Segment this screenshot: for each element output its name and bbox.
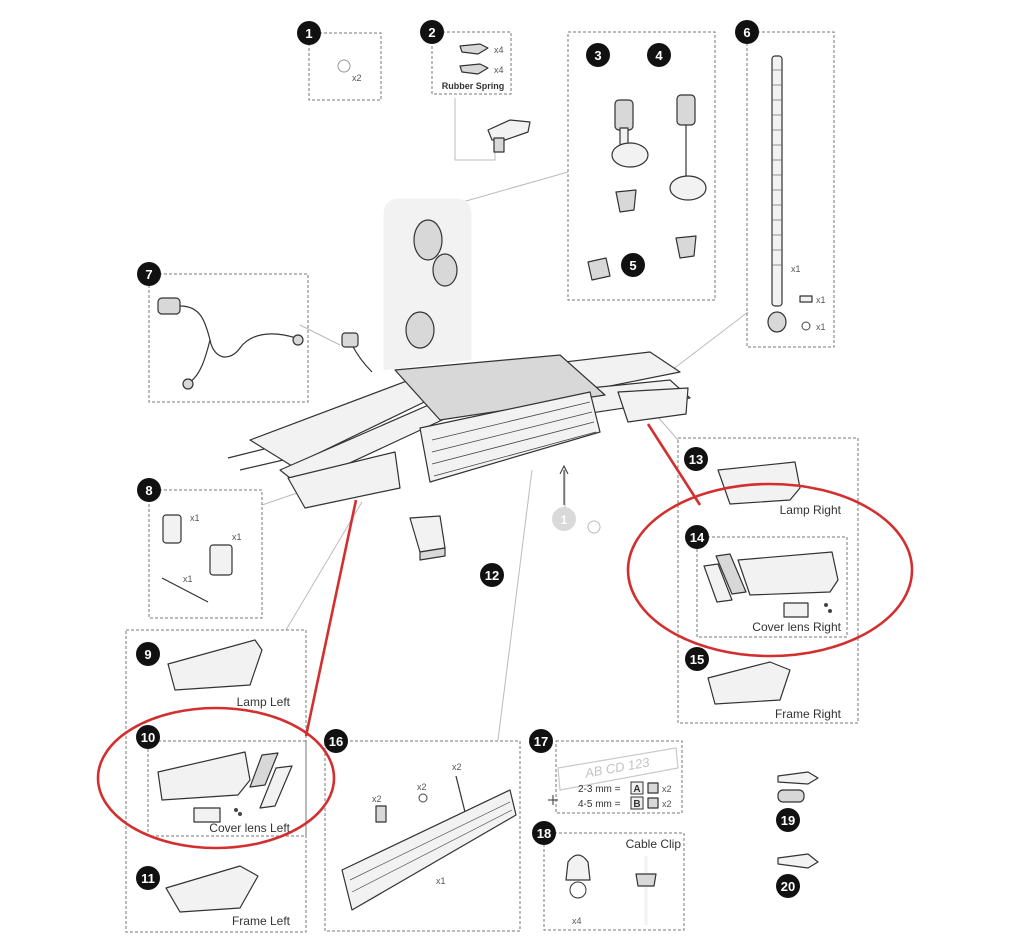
- plate-row-a-range: 2-3 mm =: [578, 784, 621, 795]
- part-2-qty-a: x4: [494, 45, 504, 55]
- callout-19: 19: [776, 808, 800, 832]
- plate-row-b-qty: x2: [662, 799, 672, 809]
- svg-text:4: 4: [655, 48, 663, 63]
- plate-row-a-qty: x2: [662, 784, 672, 794]
- svg-text:3: 3: [594, 48, 601, 63]
- part-9-label: Lamp Left: [237, 695, 291, 709]
- part-18-label: Cable Clip: [626, 837, 682, 851]
- svg-text:17: 17: [534, 734, 548, 749]
- part-16-qty-b: x2: [417, 782, 427, 792]
- callout-badges: 1 2 3 4 5 6 7 8 9 10 11 12 13 14 15 16 1…: [136, 20, 800, 898]
- callout-2: 2: [420, 20, 444, 44]
- part-16-plate-holder: x2 x2 x2 x1: [341, 762, 517, 911]
- part-1-caps: x2: [337, 59, 362, 83]
- svg-text:13: 13: [689, 452, 703, 467]
- svg-text:8: 8: [145, 483, 152, 498]
- part-6-qty-strap: x1: [791, 264, 801, 274]
- part-4-arm-long: [669, 94, 707, 259]
- part-18-cable-clip: Cable Clip x4: [565, 837, 682, 926]
- leader-lines: [261, 98, 749, 741]
- callout-6: 6: [735, 20, 759, 44]
- part-3-arm-short: [611, 99, 649, 213]
- svg-text:2: 2: [428, 25, 435, 40]
- part-1-qty: x2: [352, 73, 362, 83]
- svg-text:5: 5: [629, 258, 636, 273]
- part-8-qty-bolt: x1: [183, 574, 193, 584]
- svg-text:15: 15: [690, 652, 704, 667]
- part-9-lamp-left: Lamp Left: [167, 639, 291, 709]
- part-7-wiring: [157, 297, 304, 390]
- svg-text:1: 1: [305, 26, 312, 41]
- part-18-qty: x4: [572, 916, 582, 926]
- svg-text:7: 7: [145, 267, 152, 282]
- callout-9: 9: [136, 642, 160, 666]
- svg-text:14: 14: [690, 530, 705, 545]
- plate-row-b-range: 4-5 mm =: [578, 799, 621, 810]
- callout-4: 4: [647, 43, 671, 67]
- part-15-frame-right: Frame Right: [707, 661, 842, 721]
- part-16-qty-c: x2: [452, 762, 462, 772]
- ghost-callout-1-number: 1: [561, 513, 568, 527]
- callout-11: 11: [136, 866, 160, 890]
- svg-text:18: 18: [537, 826, 551, 841]
- svg-text:19: 19: [781, 813, 795, 828]
- red-highlights: [96, 423, 914, 850]
- callout-10: 10: [136, 725, 160, 749]
- callout-1: 1: [297, 21, 321, 45]
- callout-8: 8: [137, 478, 161, 502]
- part-6-qty-washer: x1: [816, 322, 826, 332]
- part-6-qty-screw: x1: [816, 295, 826, 305]
- svg-text:11: 11: [141, 871, 155, 886]
- part-11-label: Frame Left: [232, 914, 291, 928]
- part-8-qty-lock: x1: [232, 532, 242, 542]
- svg-text:20: 20: [781, 879, 795, 894]
- callout-5: 5: [621, 253, 645, 277]
- part-boxes: [125, 31, 859, 933]
- highlight-line-left: [304, 499, 358, 737]
- part-10-label: Cover lens Left: [209, 821, 290, 835]
- part-15-label: Frame Right: [775, 707, 842, 721]
- part-8-qty-plate: x1: [190, 513, 200, 523]
- highlight-line-right: [646, 423, 702, 506]
- part-12-bracket: [409, 515, 446, 561]
- part-14-label: Cover lens Right: [752, 620, 841, 634]
- svg-text:6: 6: [743, 25, 750, 40]
- plate-row-a-code: A: [633, 784, 640, 795]
- part-11-frame-left: Frame Left: [165, 865, 291, 928]
- svg-text:12: 12: [485, 568, 499, 583]
- part-2-label: Rubber Spring: [442, 81, 505, 91]
- plate-row-b-code: B: [633, 799, 640, 810]
- callout-7: 7: [137, 262, 161, 286]
- svg-text:10: 10: [141, 730, 155, 745]
- part-13-label: Lamp Right: [780, 503, 842, 517]
- callout-15: 15: [685, 647, 709, 671]
- part-8-mount: x1 x1 x1: [161, 513, 242, 603]
- part-5-cap: [587, 257, 611, 281]
- callout-3: 3: [586, 43, 610, 67]
- callout-16: 16: [324, 729, 348, 753]
- svg-text:16: 16: [329, 734, 343, 749]
- callout-17: 17: [529, 729, 553, 753]
- bike-carrier-assembly: [227, 198, 691, 509]
- part-16-qty-a: x2: [372, 794, 382, 804]
- highlight-ellipse-left: [96, 706, 336, 850]
- part-2-qty-b: x4: [494, 65, 504, 75]
- callout-13: 13: [684, 447, 708, 471]
- highlight-ellipse-right: [626, 482, 914, 658]
- part-6-strap: x1 x1 x1: [767, 55, 826, 333]
- callout-20: 20: [776, 874, 800, 898]
- svg-text:9: 9: [144, 647, 151, 662]
- part-14-cover-lens-right: Cover lens Right: [703, 551, 842, 634]
- part-16-qty-d: x1: [436, 876, 446, 886]
- part-19-keys-lock: [777, 771, 819, 803]
- part-20-key: [777, 853, 819, 869]
- part-2-rubber-spring: x4 x4 Rubber Spring: [442, 43, 531, 153]
- part-17-plate-adapter: AB CD 123 2-3 mm = A x2 4-5 mm = B x2: [548, 747, 679, 810]
- callout-12: 12: [480, 563, 504, 587]
- ghost-callout-1: 1: [552, 464, 601, 534]
- callout-14: 14: [685, 525, 709, 549]
- part-10-cover-lens-left: Cover lens Left: [157, 751, 293, 835]
- callout-18: 18: [532, 821, 556, 845]
